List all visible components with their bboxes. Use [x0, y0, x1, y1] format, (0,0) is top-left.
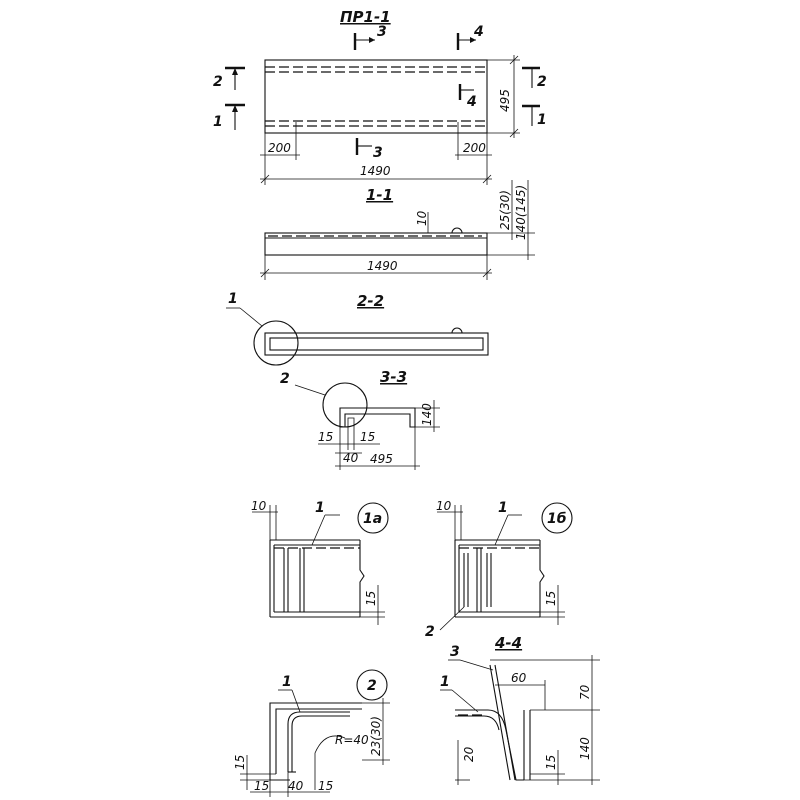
sec11-dim-25: 25(30): [498, 190, 512, 230]
sec33-callout: 2: [280, 371, 290, 387]
cut-mark-1-left: 1: [213, 103, 245, 130]
detail1a-circle: [357, 502, 389, 534]
detail1a-dim-15: 15: [364, 591, 378, 606]
sec44-rebar: [455, 715, 500, 731]
plan-outline: [264, 59, 488, 134]
detail1b-circle: [541, 502, 573, 534]
detail2-dim-15b: 15: [318, 779, 333, 793]
sec44-dim-70: 70: [578, 684, 592, 700]
sec22-detail-circle: [253, 320, 299, 366]
detail1a-dim-10: 10: [251, 499, 267, 513]
dim-200-left: 200: [260, 122, 300, 185]
sec22-callout: 1: [228, 291, 238, 307]
detail-1b: 1б 10 1 2 15: [425, 499, 573, 640]
dim-width-label: 495: [498, 89, 512, 112]
sec33-dim-15b: 15: [360, 430, 375, 444]
dim-length: 1490: [260, 164, 492, 184]
sec22-lifting-loop: [451, 327, 463, 334]
sec33-edge-rebar: [347, 417, 355, 427]
dim-length-label: 1490: [360, 164, 391, 178]
detail1a-break-line: [359, 540, 365, 617]
detail1b-dim-15: 15: [544, 591, 558, 606]
sec44-dim-60: 60: [511, 671, 527, 685]
detail2-dim-15v: 15: [233, 755, 247, 770]
sec11-dim-length: 1490: [367, 259, 398, 273]
cut3-bottom-label: 3: [373, 145, 383, 161]
dim-200-right-label: 200: [463, 141, 486, 155]
sec44-dim-140: 140: [578, 737, 592, 760]
sec33-dim-495: 495: [370, 452, 393, 466]
cut1-left-label: 1: [213, 114, 223, 130]
title-sec22: 2-2: [357, 292, 384, 310]
detail-1a: 1а 10 1 15: [251, 499, 389, 625]
sec33-channel: [339, 407, 416, 428]
title-detail1a: 1а: [363, 511, 382, 527]
cut-mark-4-mid: 4: [458, 84, 477, 110]
title-main: ПР1-1: [340, 8, 391, 26]
detail2-radius-leader: [314, 735, 346, 790]
cut-mark-3-bottom: 3: [355, 138, 383, 161]
sec11-slab: [264, 232, 488, 256]
dim-200-right: 200: [455, 122, 492, 185]
sec44-callout1: 1: [440, 674, 450, 690]
dim-200-left-label: 200: [268, 141, 291, 155]
detail2-rebar-bend-inner: [291, 715, 350, 772]
detail2-outline: [269, 702, 362, 781]
title-sec44: 4-4: [494, 634, 522, 652]
cut-mark-3-top: 3: [353, 24, 387, 50]
detail2-circle: [356, 669, 388, 701]
sec33-dim-15a: 15: [318, 430, 333, 444]
section-4-4: 4-4 3 1 60 70 140 20 15: [440, 634, 600, 785]
detail1b-dim-10: 10: [436, 499, 452, 513]
title-sec11: 1-1: [366, 186, 393, 204]
cut-mark-1-right: 1: [522, 104, 547, 128]
sec22-rebar-frame: [269, 337, 484, 351]
sec11-dim-140: 140(145): [514, 185, 528, 240]
detail1b-break-line: [539, 540, 545, 617]
sec11-lifting-loop: [451, 227, 463, 234]
sec44-dim-15: 15: [544, 755, 558, 770]
detail2-callout: 1: [282, 674, 292, 690]
detail1b-callout2: 2: [425, 624, 435, 640]
cut4-top-label: 4: [473, 24, 484, 40]
detail2-radius: R=40: [335, 733, 369, 747]
detail2-dim-40: 40: [288, 779, 304, 793]
sec22-slab: [264, 332, 489, 356]
section-3-3: 3-3 2 140 15 15 40 495: [280, 368, 440, 470]
cut3-top-label: 3: [377, 24, 387, 40]
detail1b-callout1: 1: [498, 500, 508, 516]
title-detail1b: 1б: [547, 511, 567, 527]
cut2-right-label: 2: [537, 74, 547, 90]
sec44-callout3: 3: [450, 644, 460, 660]
sec33-detail-circle: [322, 382, 368, 428]
cut4-mid-label: 4: [466, 94, 477, 110]
cut2-left-label: 2: [213, 74, 223, 90]
dim-width: 495: [487, 55, 520, 138]
detail2-dim-23: 23(30): [369, 716, 383, 756]
title-detail2: 2: [367, 678, 377, 694]
detail2-dim-15a: 15: [254, 779, 269, 793]
sec33-dim-40: 40: [343, 451, 359, 465]
title-sec33: 3-3: [380, 368, 407, 386]
section-1-1: 1-1 10 25(30) 140(145) 1490: [260, 180, 535, 280]
section-2-2: 2-2 1: [226, 291, 489, 366]
cut-mark-2-left: 2: [213, 66, 245, 90]
detail1a-callout: 1: [315, 500, 325, 516]
detail-2: 2 R=40 1 23(30) 15 15 40 15: [233, 669, 390, 797]
plan-view: ПР1-1 3 4 4 3: [213, 8, 547, 185]
detail2-inner: [275, 708, 362, 774]
cut-mark-4-top: 4: [456, 24, 484, 50]
cut-mark-2-right: 2: [522, 66, 547, 90]
sec11-dim-10: 10: [415, 210, 429, 226]
sec33-dim-140: 140: [420, 403, 434, 426]
sec44-loop-bar-inner: [494, 664, 516, 781]
sec44-loop-bar-outer: [489, 664, 511, 781]
cut1-right-label: 1: [537, 112, 547, 128]
sec44-dim-20: 20: [462, 746, 476, 762]
